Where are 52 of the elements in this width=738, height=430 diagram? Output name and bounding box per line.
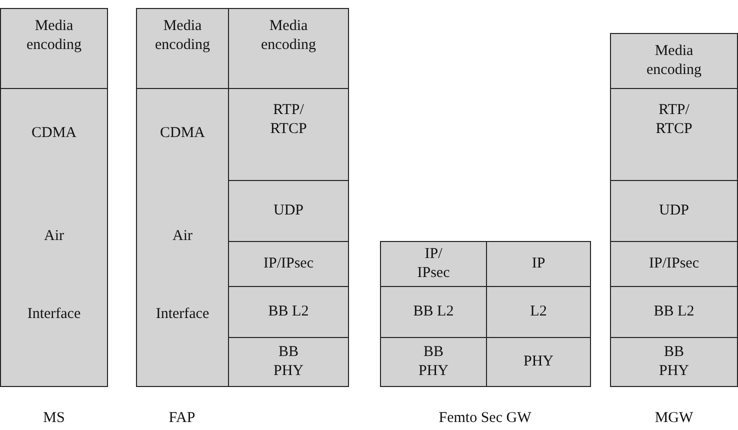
- protocol-layer-box: [486, 337, 591, 387]
- protocol-layer-box: [610, 88, 738, 181]
- protocol-layer-box: [380, 286, 487, 338]
- protocol-layer-box: [228, 8, 349, 89]
- layer-label: BB PHY: [272, 343, 304, 381]
- air-interface-box: [0, 88, 108, 387]
- stack-caption: FAP: [168, 410, 196, 427]
- layer-label: BB L2: [654, 302, 694, 322]
- layer-label: BB L2: [268, 302, 309, 322]
- protocol-layer-box: [486, 241, 591, 287]
- layer-label: Interface: [156, 305, 210, 324]
- protocol-layer-box: [380, 241, 487, 287]
- protocol-layer-box: [228, 180, 349, 242]
- protocol-layer-box: [228, 286, 349, 338]
- layer-label: PHY: [523, 352, 554, 372]
- layer-label: IP: [532, 254, 546, 274]
- protocol-layer-box: [610, 241, 738, 287]
- layer-label: UDP: [658, 202, 689, 220]
- layer-label: IP/ IPsec: [416, 245, 451, 283]
- stack-caption: Femto Sec GW: [438, 410, 532, 427]
- layer-label: UDP: [273, 202, 304, 220]
- protocol-layer-box: [486, 286, 591, 338]
- layer-label: Media encoding: [260, 17, 317, 55]
- layer-label: Air: [172, 227, 192, 246]
- layer-label: RTP/ RTCP: [269, 101, 308, 139]
- layer-label: BB PHY: [658, 343, 690, 381]
- layer-label: Media encoding: [646, 42, 702, 80]
- layer-label: CDMA: [31, 124, 76, 143]
- layer-label: BB PHY: [417, 343, 450, 381]
- layer-label: Air: [44, 227, 64, 246]
- layer-label: Media encoding: [26, 17, 82, 55]
- stack-caption: MS: [42, 410, 66, 427]
- protocol-layer-box: [610, 337, 738, 387]
- protocol-layer-box: [136, 8, 229, 89]
- layer-label: IP/IPsec: [649, 254, 699, 274]
- layer-label: Interface: [27, 305, 81, 324]
- protocol-layer-box: [610, 286, 738, 338]
- layer-label: BB L2: [413, 302, 454, 322]
- layer-label: RTP/ RTCP: [654, 101, 694, 139]
- layer-label: L2: [530, 302, 547, 322]
- stack-caption: MGW: [654, 410, 694, 427]
- protocol-layer-box: [610, 33, 738, 89]
- air-interface-box: [136, 88, 229, 387]
- protocol-layer-box: [610, 180, 738, 242]
- protocol-layer-box: [228, 88, 349, 181]
- layer-label: Media encoding: [154, 17, 211, 55]
- protocol-layer-box: [0, 8, 108, 89]
- protocol-layer-box: [228, 241, 349, 287]
- layer-label: CDMA: [160, 124, 205, 143]
- protocol-layer-box: [380, 337, 487, 387]
- protocol-layer-box: [228, 337, 349, 387]
- layer-label: IP/IPsec: [264, 254, 314, 274]
